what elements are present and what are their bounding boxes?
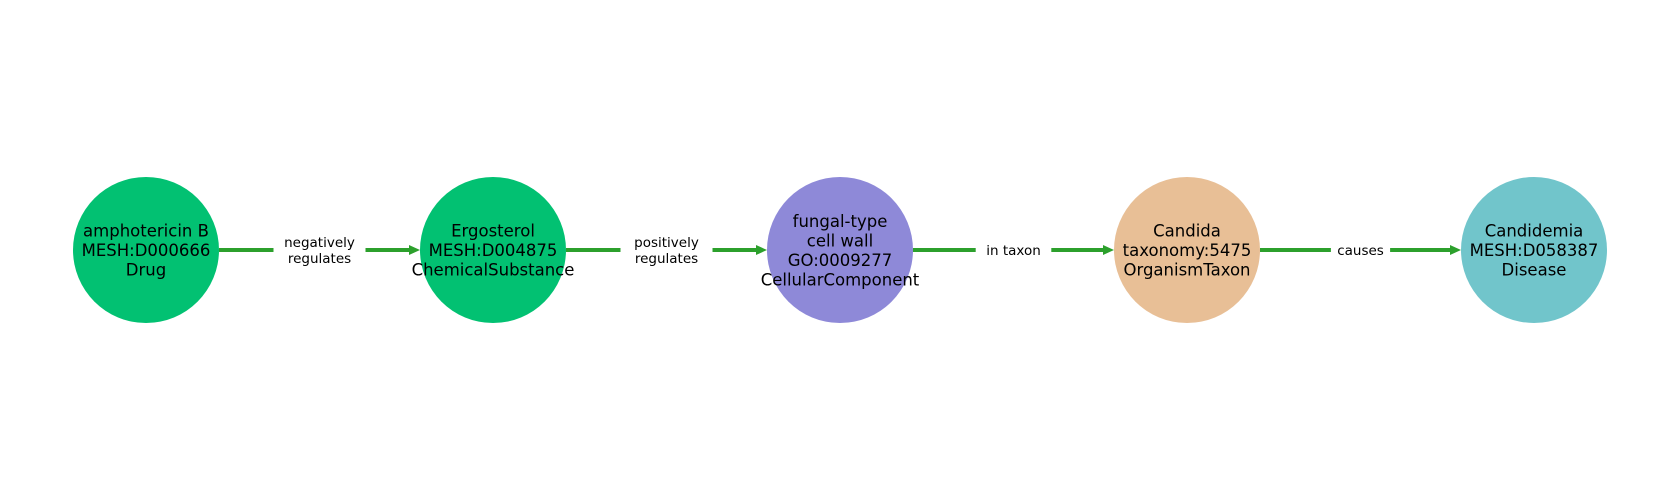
node-label: Disease (1502, 261, 1567, 280)
edge-label-background (620, 232, 713, 268)
edge: causes (1260, 240, 1461, 260)
node-label: fungal-type (793, 212, 888, 231)
edge-label-background (975, 240, 1052, 260)
node-label: Candidemia (1485, 222, 1584, 241)
edge-label: causes (1337, 243, 1384, 259)
edge: in taxon (913, 240, 1114, 260)
node-label: Ergosterol (451, 222, 535, 241)
edge-label-background (273, 232, 366, 268)
node-label: Drug (126, 261, 166, 280)
edge-label: in taxon (986, 243, 1041, 259)
node-label: MESH:D000666 (82, 241, 211, 260)
node-label: CellularComponent (761, 270, 920, 289)
node-label: taxonomy:5475 (1123, 241, 1252, 260)
arrowhead-icon (1450, 245, 1461, 255)
node-circle[interactable] (1461, 177, 1607, 323)
edge-label: regulates (635, 251, 698, 267)
node-label: MESH:D004875 (429, 241, 558, 260)
node-label: amphotericin B (83, 222, 209, 241)
node-circle[interactable] (1114, 177, 1260, 323)
arrowhead-icon (756, 245, 767, 255)
node-label: GO:0009277 (788, 251, 893, 270)
node-label: MESH:D058387 (1470, 241, 1599, 260)
node-circle[interactable] (767, 177, 913, 323)
node-label: cell wall (807, 231, 873, 250)
node-label: OrganismTaxon (1123, 261, 1250, 280)
edge-label-background (1330, 240, 1391, 260)
arrowhead-icon (1103, 245, 1114, 255)
edge-label: positively (634, 235, 699, 251)
node-label: Candida (1153, 222, 1221, 241)
edge-label: regulates (288, 251, 351, 267)
node-circle[interactable] (420, 177, 566, 323)
arrowhead-icon (409, 245, 420, 255)
node-circle[interactable] (73, 177, 219, 323)
node-label: ChemicalSubstance (412, 261, 575, 280)
edge-label: negatively (284, 235, 355, 251)
